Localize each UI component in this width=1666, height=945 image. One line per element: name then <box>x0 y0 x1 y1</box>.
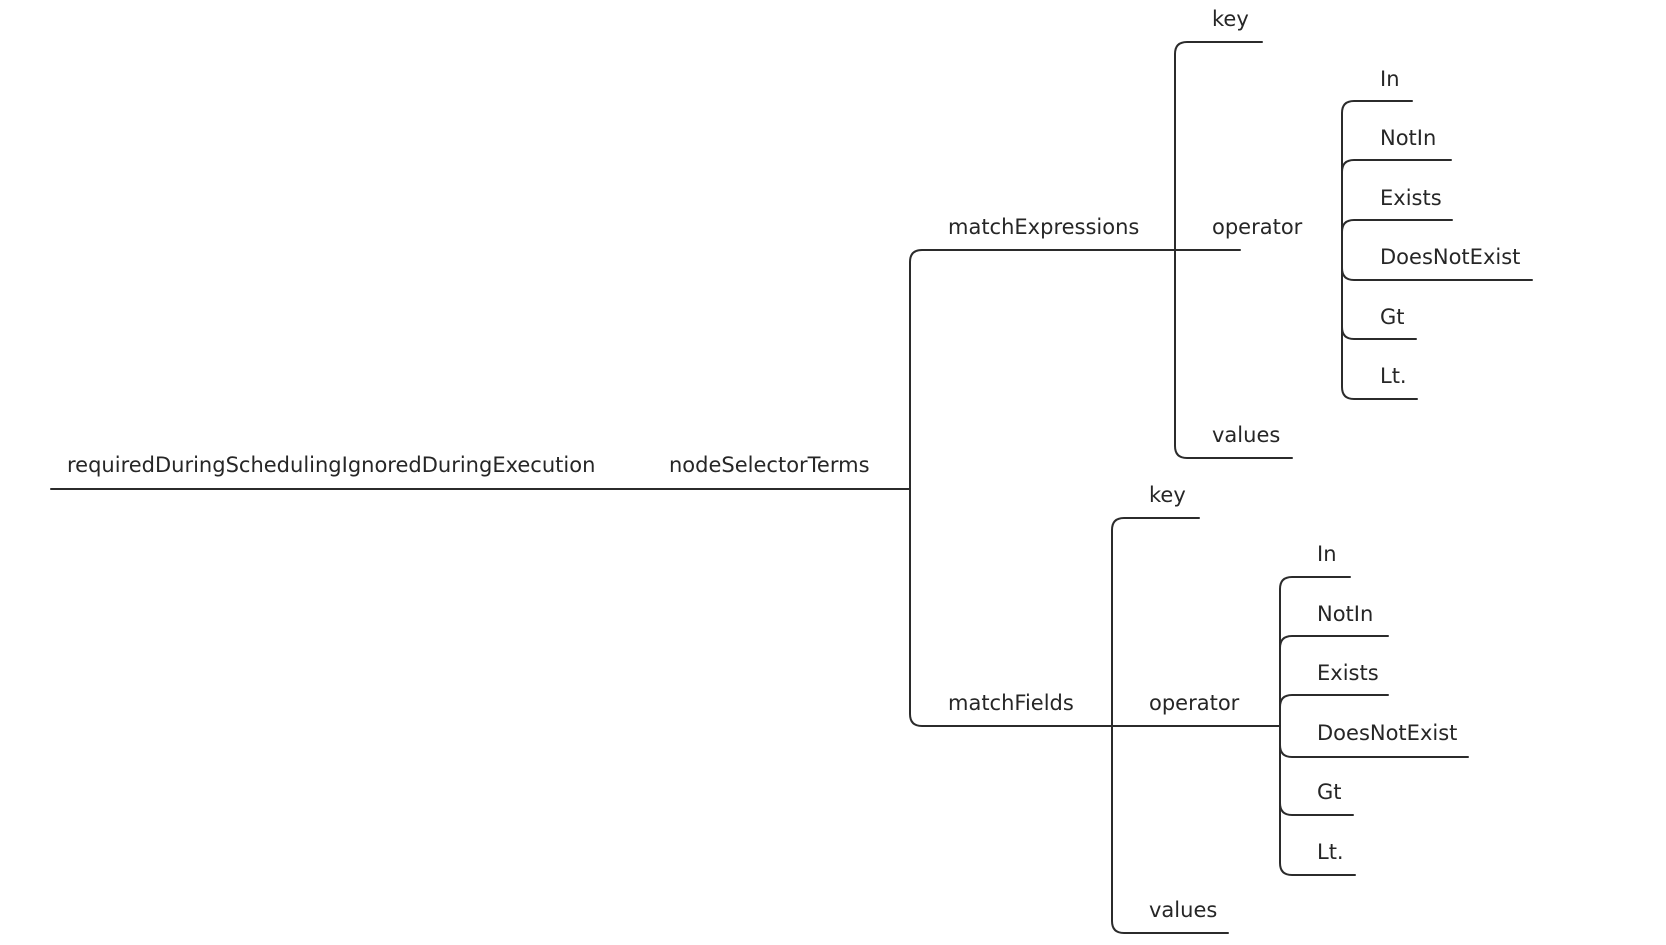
match-fields-label: matchFields <box>948 691 1074 715</box>
operator-notin-label: NotIn <box>1317 602 1373 626</box>
matchFields-values-connector <box>1111 725 1229 934</box>
matchFields-key-connector <box>1111 517 1200 727</box>
operator-exists-label: Exists <box>1317 661 1379 685</box>
match-fields-key-label: key <box>1149 483 1186 507</box>
connector-op-NotIn-2 <box>1279 635 1389 649</box>
branch-connector-matchFields <box>909 488 1281 727</box>
operator-gt-label: Gt <box>1317 780 1342 804</box>
match-expressions-label: matchExpressions <box>948 215 1139 239</box>
connectors <box>50 41 1533 934</box>
connector-op-Exists-1 <box>1341 219 1453 233</box>
connector-op-NotIn-1 <box>1341 159 1452 173</box>
branch-connector-matchExpressions <box>909 249 1241 490</box>
connector-op-Gt-1 <box>1341 326 1417 340</box>
connector-op-DoesNotExist-1 <box>1341 267 1533 281</box>
operator-lt-label: Lt. <box>1380 364 1407 388</box>
matchExpressions-operator-spine-lower <box>1341 249 1418 400</box>
matchExpressions-operator-spine <box>1341 100 1413 251</box>
labels: requiredDuringSchedulingIgnoredDuringExe… <box>67 7 1520 922</box>
operator-in-label: In <box>1380 67 1400 91</box>
connector-op-Gt-2 <box>1279 802 1354 816</box>
operator-gt-label: Gt <box>1380 305 1405 329</box>
operator-doesnotexist-label: DoesNotExist <box>1380 245 1520 269</box>
operator-notin-label: NotIn <box>1380 126 1436 150</box>
matchFields-operator-spine <box>1279 576 1351 727</box>
matchFields-operator-spine-lower <box>1279 725 1356 876</box>
operator-exists-label: Exists <box>1380 186 1442 210</box>
matchExpressions-values-connector <box>1174 249 1293 459</box>
match-expressions-key-label: key <box>1212 7 1249 31</box>
match-fields-values-label: values <box>1149 898 1217 922</box>
connector-op-Exists-2 <box>1279 694 1389 708</box>
match-fields-operator-label: operator <box>1149 691 1240 715</box>
root-node-label: requiredDuringSchedulingIgnoredDuringExe… <box>67 453 595 477</box>
operator-in-label: In <box>1317 542 1337 566</box>
match-expressions-operator-label: operator <box>1212 215 1303 239</box>
node-selector-terms-label: nodeSelectorTerms <box>669 453 870 477</box>
operator-lt-label: Lt. <box>1317 840 1344 864</box>
operator-doesnotexist-label: DoesNotExist <box>1317 721 1457 745</box>
connector-op-DoesNotExist-2 <box>1279 744 1469 758</box>
matchExpressions-key-connector <box>1174 41 1263 251</box>
match-expressions-values-label: values <box>1212 423 1280 447</box>
